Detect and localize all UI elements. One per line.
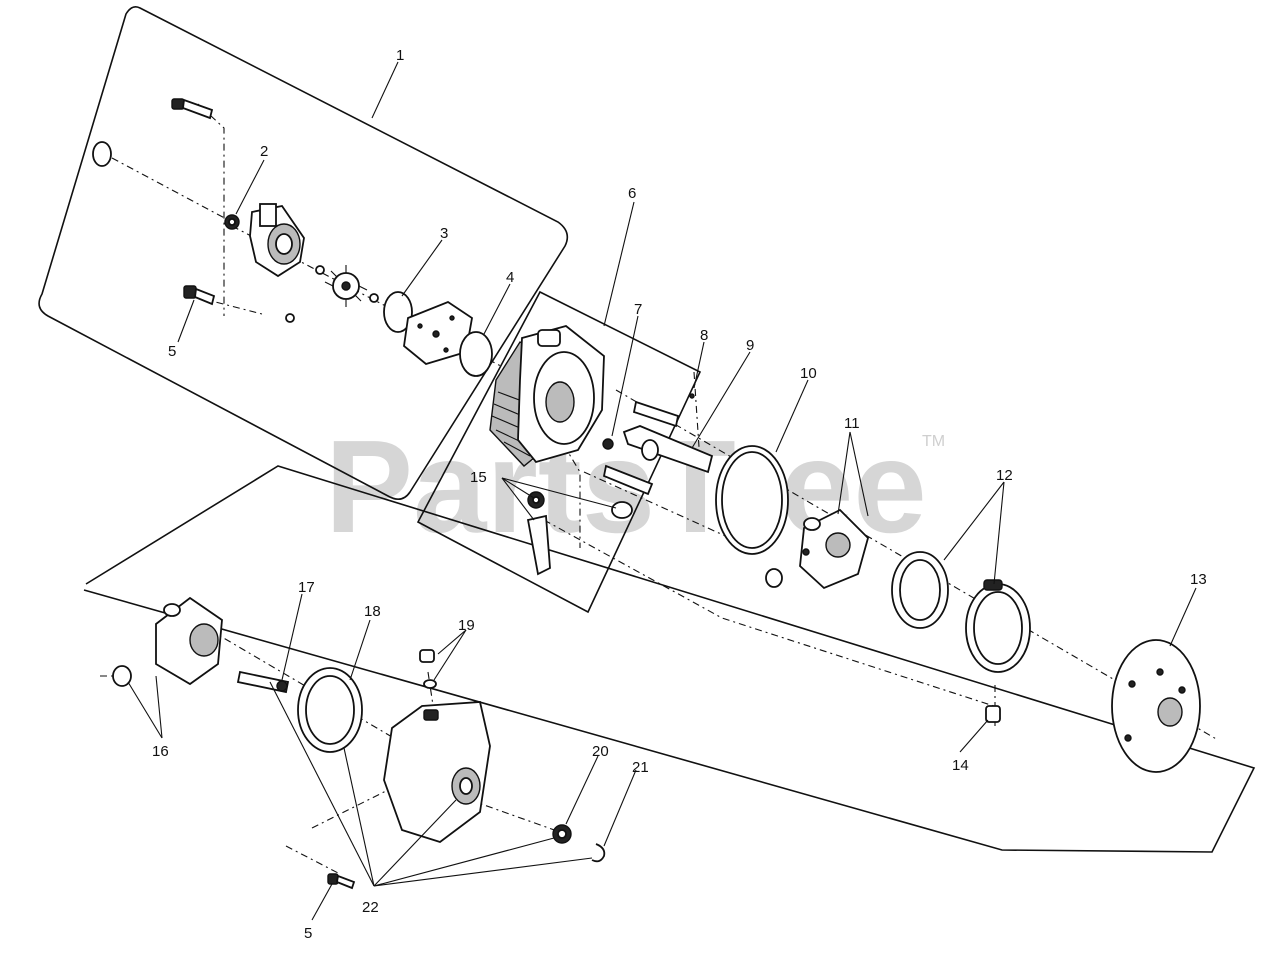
callout-2: 2 <box>260 143 268 160</box>
plug-19 <box>419 649 435 663</box>
parts <box>92 98 1201 890</box>
watermark-trademark: TM <box>922 433 945 450</box>
callout-3: 3 <box>440 225 448 242</box>
seal-washer <box>92 141 112 167</box>
small-ring-b <box>369 293 379 303</box>
pin-lower <box>602 464 654 496</box>
bolt-bottom <box>327 873 356 890</box>
end-plate-13 <box>1111 639 1201 773</box>
callout-4: 4 <box>506 269 514 286</box>
coupling-11 <box>799 508 870 590</box>
shaft-15 <box>526 514 551 576</box>
lower-housing-22 <box>383 701 491 843</box>
callout-7: 7 <box>634 301 642 318</box>
pump-assembly-outline <box>38 6 569 500</box>
snap-ring-21 <box>591 843 606 863</box>
leader-lines <box>127 61 1197 921</box>
callout-6: 6 <box>628 185 636 202</box>
callout-11: 11 <box>844 415 860 432</box>
shaft-9 <box>622 425 714 474</box>
gearcase-housing <box>489 325 605 467</box>
ring-11 <box>765 568 783 588</box>
callout-12: 12 <box>996 467 1013 484</box>
o-ring-4 <box>459 331 493 377</box>
bolt-upper <box>171 98 214 120</box>
callout-16: 16 <box>152 743 169 760</box>
impeller <box>324 265 368 307</box>
shaft-17 <box>236 670 290 694</box>
callout-20: 20 <box>592 743 609 760</box>
washer-19 <box>423 679 437 689</box>
small-ring-a <box>315 265 325 275</box>
callout-labels: 1 2 3 4 5 6 7 8 9 10 11 12 13 14 15 16 1… <box>152 47 1207 942</box>
pump-cover <box>249 203 305 278</box>
lower-housing-outline <box>83 465 1256 853</box>
ring-16 <box>112 665 132 687</box>
callout-5-upper: 5 <box>168 343 176 360</box>
plug-7 <box>602 438 614 450</box>
callout-18: 18 <box>364 603 381 620</box>
callout-17: 17 <box>298 579 315 596</box>
callout-9: 9 <box>746 337 754 354</box>
callout-8: 8 <box>700 327 708 344</box>
callout-1: 1 <box>396 47 404 64</box>
callout-10: 10 <box>800 365 817 382</box>
o-ring-3 <box>383 291 413 333</box>
bolt-lower <box>183 285 216 306</box>
callout-15: 15 <box>470 469 487 486</box>
gearcase-group-outline <box>416 290 702 614</box>
key-8 <box>689 393 695 399</box>
callout-21: 21 <box>632 759 649 776</box>
dowel-pin <box>632 400 680 428</box>
callout-22: 22 <box>362 899 379 916</box>
callout-5-lower: 5 <box>304 925 312 942</box>
callout-19: 19 <box>458 617 475 634</box>
small-ring-c <box>285 313 295 323</box>
fitting-14 <box>985 705 1001 723</box>
washer-15 <box>611 501 633 519</box>
callout-14: 14 <box>952 757 969 774</box>
callout-13: 13 <box>1190 571 1207 588</box>
coupling-16 <box>155 596 223 686</box>
